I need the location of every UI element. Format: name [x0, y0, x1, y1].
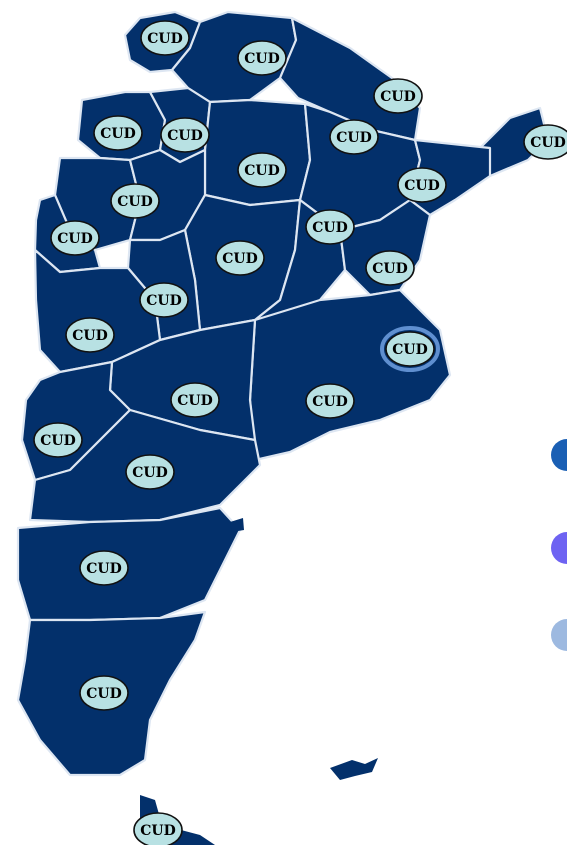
badge-label: CUD: [146, 293, 182, 309]
badge-label: CUD: [100, 126, 136, 142]
badge-label: CUD: [392, 342, 428, 358]
cud-badge[interactable]: CUD: [380, 326, 440, 372]
badge-label: CUD: [177, 393, 213, 409]
badge-label: CUD: [244, 163, 280, 179]
cud-badge[interactable]: CUD: [373, 78, 423, 114]
cud-badge[interactable]: CUD: [397, 167, 447, 203]
badge-label: CUD: [167, 128, 203, 144]
badge-ellipse: [79, 550, 129, 586]
badge-label: CUD: [244, 51, 280, 67]
badge-label: CUD: [72, 328, 108, 344]
island-small[interactable]: [230, 518, 244, 532]
badge-ellipse: [170, 382, 220, 418]
badge-label: CUD: [140, 823, 176, 839]
badge-highlight-ring: [380, 326, 440, 372]
badge-label: CUD: [312, 220, 348, 236]
badge-ellipse: [305, 383, 355, 419]
side-dot-layer: [551, 439, 567, 651]
badge-ellipse: [523, 124, 567, 160]
cud-badge[interactable]: CUD: [305, 383, 355, 419]
cud-badge[interactable]: CUD: [305, 209, 355, 245]
cud-badge[interactable]: CUD: [523, 124, 567, 160]
badge-label: CUD: [117, 194, 153, 210]
badge-label: CUD: [530, 135, 566, 151]
cud-badge[interactable]: CUD: [79, 550, 129, 586]
badge-label: CUD: [312, 394, 348, 410]
province-chubut[interactable]: [16, 506, 242, 622]
badge-ellipse: [65, 317, 115, 353]
badge-label: CUD: [40, 433, 76, 449]
badge-ellipse: [397, 167, 447, 203]
cud-badge[interactable]: CUD: [93, 115, 143, 151]
side-dot-lightblue[interactable]: [551, 619, 567, 651]
badge-ellipse: [237, 40, 287, 76]
badge-label: CUD: [132, 465, 168, 481]
badge-ellipse: [237, 152, 287, 188]
cud-badge[interactable]: CUD: [160, 117, 210, 153]
cud-badge[interactable]: CUD: [365, 250, 415, 286]
cud-badge[interactable]: CUD: [329, 119, 379, 155]
badge-layer: CUD CUD CUD CUD CUD CUD CUD CUD CUD CUD CUD CUD CUD C…: [33, 20, 567, 845]
cud-badge[interactable]: CUD: [170, 382, 220, 418]
cud-badge[interactable]: CUD: [140, 20, 190, 56]
badge-ellipse: [365, 250, 415, 286]
cud-badge[interactable]: CUD: [133, 812, 183, 845]
badge-ellipse: [110, 183, 160, 219]
badge-ellipse: [79, 675, 129, 711]
cud-badge[interactable]: CUD: [139, 282, 189, 318]
badge-label: CUD: [380, 89, 416, 105]
badge-ellipse: [125, 454, 175, 490]
cud-badge[interactable]: CUD: [79, 675, 129, 711]
cud-badge[interactable]: CUD: [33, 422, 83, 458]
badge-label: CUD: [372, 261, 408, 277]
badge-label: CUD: [336, 130, 372, 146]
badge-label: CUD: [86, 561, 122, 577]
badge-ellipse: [160, 117, 210, 153]
cud-badge[interactable]: CUD: [50, 220, 100, 256]
side-dot-violet[interactable]: [551, 532, 567, 564]
badge-ellipse: [133, 812, 183, 845]
island-malvinas[interactable]: [330, 758, 378, 780]
badge-ellipse: [385, 331, 435, 367]
cud-badge[interactable]: CUD: [65, 317, 115, 353]
cud-badge[interactable]: CUD: [215, 240, 265, 276]
badge-label: CUD: [86, 686, 122, 702]
province-buenosaires[interactable]: [248, 288, 452, 462]
badge-ellipse: [140, 20, 190, 56]
badge-ellipse: [329, 119, 379, 155]
side-dot-blue[interactable]: [551, 439, 567, 471]
cud-badge[interactable]: CUD: [125, 454, 175, 490]
badge-label: CUD: [57, 231, 93, 247]
badge-label: CUD: [222, 251, 258, 267]
badge-label: CUD: [147, 31, 183, 47]
badge-ellipse: [93, 115, 143, 151]
badge-ellipse: [33, 422, 83, 458]
badge-ellipse: [50, 220, 100, 256]
badge-label: CUD: [404, 178, 440, 194]
badge-ellipse: [305, 209, 355, 245]
badge-ellipse: [373, 78, 423, 114]
cud-badge[interactable]: CUD: [237, 40, 287, 76]
badge-ellipse: [139, 282, 189, 318]
cud-badge[interactable]: CUD: [237, 152, 287, 188]
cud-badge[interactable]: CUD: [110, 183, 160, 219]
badge-ellipse: [215, 240, 265, 276]
